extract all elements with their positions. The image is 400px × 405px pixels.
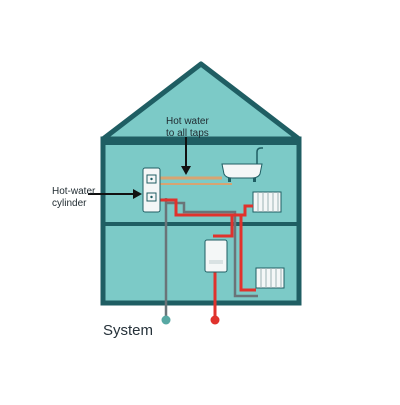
cylinder-label-line2: cylinder [52,198,87,209]
hot-water-label-line2: to all taps [166,128,209,139]
diagram-caption: System [103,322,154,339]
hot-water-label-line1: Hot water [166,116,209,127]
cylinder-label-line1: Hot-water [52,186,96,197]
upper-radiator-icon [252,191,282,213]
bath-icon [221,147,263,182]
boiler-icon [204,239,228,273]
hot-mains-dot [210,315,220,325]
annotation-arrows [88,137,191,199]
lower-radiator-icon [255,267,285,289]
heating-flow-pipe [160,198,234,238]
pipework [160,176,258,316]
cold-mains-dot [161,315,171,325]
house-body [100,136,302,306]
hot-water-cylinder-icon [142,167,161,213]
